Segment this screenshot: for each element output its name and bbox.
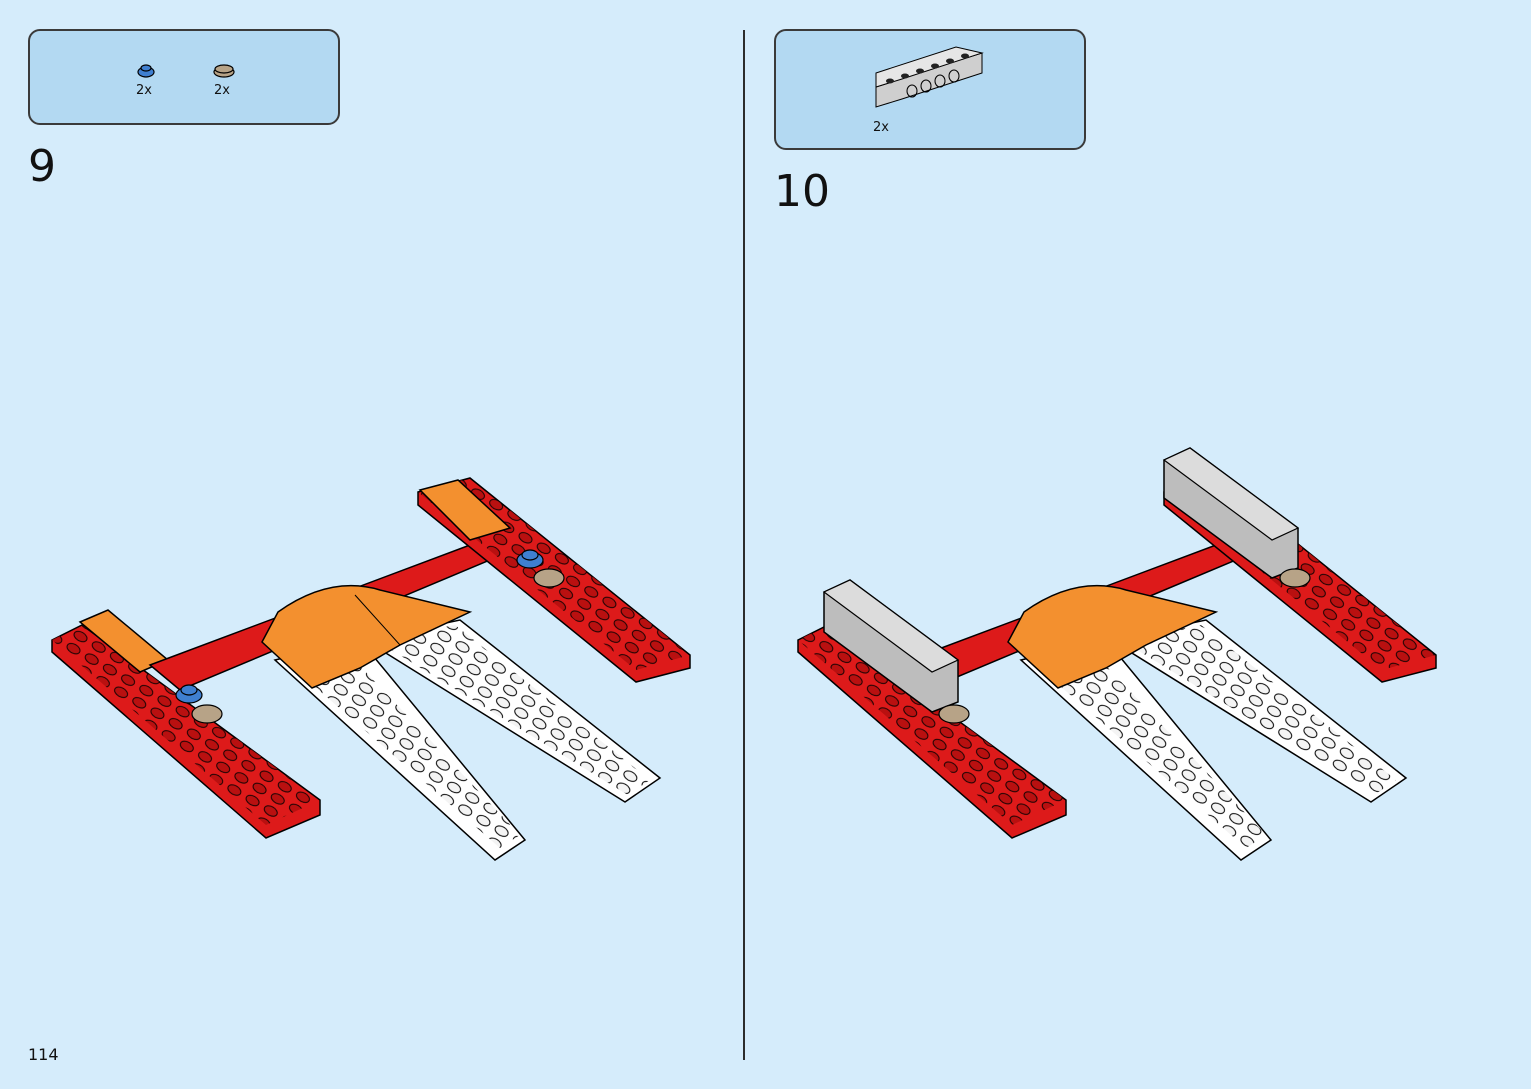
step-number: 9 bbox=[28, 141, 56, 192]
step-number: 10 bbox=[774, 166, 830, 217]
part-quantity: 2x bbox=[873, 120, 889, 135]
step-10-parts-box: 2x bbox=[774, 29, 1086, 150]
part-quantity: 2x bbox=[214, 83, 230, 98]
page-number: 114 bbox=[28, 1045, 59, 1064]
blue-round-plate-icon bbox=[137, 64, 155, 78]
part-quantity: 2x bbox=[136, 83, 152, 98]
tan-round-plate-icon bbox=[213, 64, 235, 78]
page-divider bbox=[743, 30, 745, 1060]
technic-brick-icon bbox=[875, 46, 984, 108]
step-9-parts-box: 2x 2x bbox=[28, 29, 340, 125]
step-10-model bbox=[797, 447, 1437, 861]
step-9-model bbox=[51, 477, 691, 861]
